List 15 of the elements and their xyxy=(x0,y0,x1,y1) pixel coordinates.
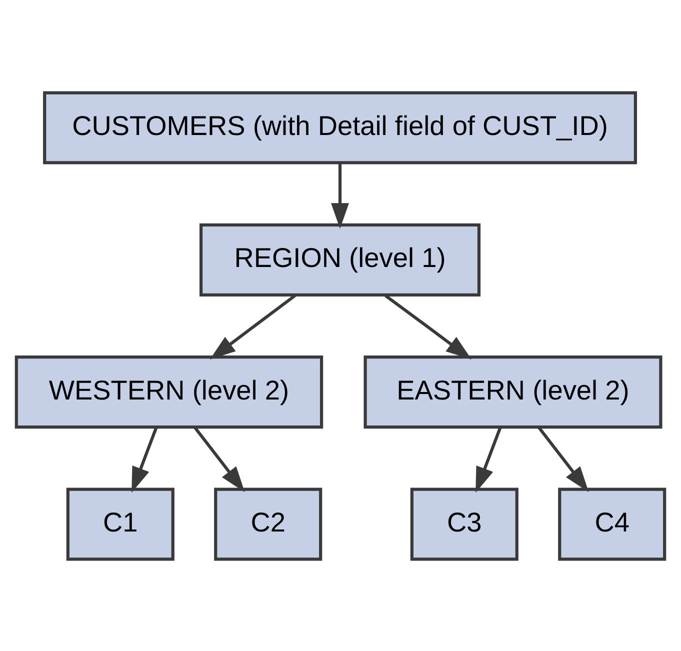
node-box: C2 xyxy=(214,487,322,560)
arrow xyxy=(331,162,349,228)
arrow xyxy=(194,426,245,492)
node-box: EASTERN (level 2) xyxy=(364,355,662,428)
node-box: REGION (level 1) xyxy=(200,222,481,296)
arrow xyxy=(132,426,158,492)
node-box: C3 xyxy=(410,487,518,560)
arrow xyxy=(384,294,472,359)
node-box: C4 xyxy=(558,487,666,560)
arrow xyxy=(538,426,589,492)
node-box: C1 xyxy=(66,487,174,560)
node-box: CUSTOMERS (with Detail field of CUST_ID) xyxy=(43,90,637,164)
arrow xyxy=(476,426,502,492)
arrow xyxy=(210,294,296,359)
node-box: WESTERN (level 2) xyxy=(14,355,324,428)
